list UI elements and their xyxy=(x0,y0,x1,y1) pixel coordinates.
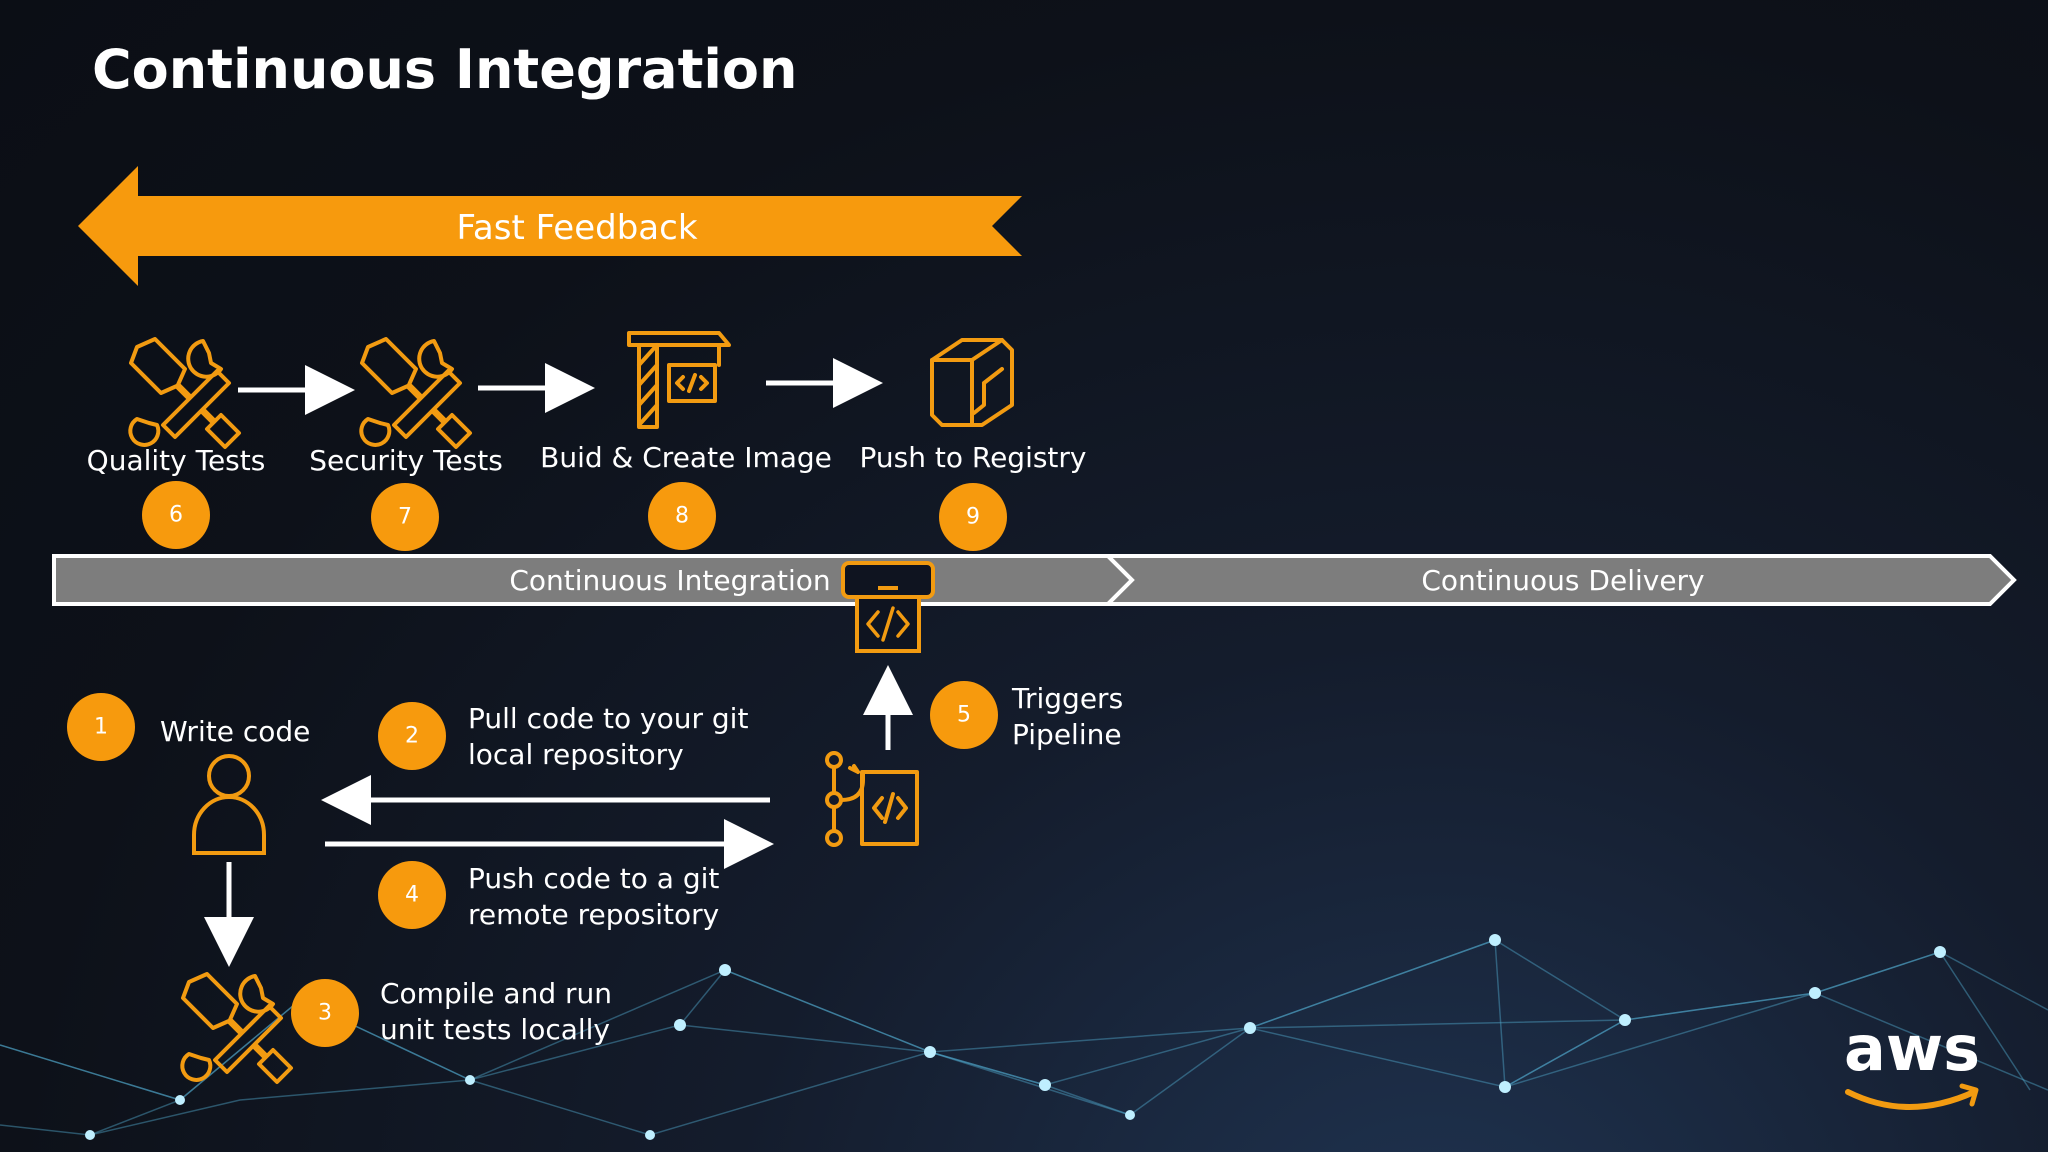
step-number-badge: 4 xyxy=(378,861,446,929)
ci-bar-label: Continuous Integration xyxy=(509,564,830,597)
svg-text:8: 8 xyxy=(675,504,689,529)
svg-text:3: 3 xyxy=(318,1001,332,1026)
step-label-push-code: Push code to a git remote repository xyxy=(468,862,728,931)
stage-number-badge: 6 xyxy=(142,481,210,549)
pipeline-code-icon xyxy=(841,561,935,653)
svg-text:6: 6 xyxy=(169,503,183,528)
stage-flow-arrows xyxy=(238,358,883,415)
cd-bar-segment xyxy=(1103,554,2017,606)
stage-label-security-tests: Security Tests xyxy=(309,444,503,477)
step-label-compile-tests: Compile and run unit tests locally xyxy=(380,977,621,1046)
svg-text:2: 2 xyxy=(405,724,419,749)
step-label-triggers-pipeline: Triggers Pipeline xyxy=(1011,682,1132,751)
git-repository-icon xyxy=(825,751,919,847)
page-title: Continuous Integration xyxy=(92,38,797,101)
svg-text:aws: aws xyxy=(1844,1012,1980,1085)
fast-feedback-banner xyxy=(78,166,1022,286)
step-number-badge: 2 xyxy=(378,702,446,770)
svg-text:9: 9 xyxy=(966,505,980,530)
step-number-badge: 1 xyxy=(67,693,135,761)
aws-logo: aws xyxy=(1844,1012,1980,1110)
tools-icon xyxy=(180,972,293,1084)
pull-push-arrows xyxy=(204,665,913,967)
stage-label-build-image: Buid & Create Image xyxy=(540,441,832,474)
registry-box-icon xyxy=(930,338,1014,427)
svg-text:7: 7 xyxy=(398,505,412,530)
svg-text:5: 5 xyxy=(957,703,971,728)
stage-number-badge: 9 xyxy=(939,483,1007,551)
step-number-badge: 3 xyxy=(291,979,359,1047)
svg-text:4: 4 xyxy=(405,883,419,908)
cd-bar-label: Continuous Delivery xyxy=(1421,564,1704,597)
step-label-pull-code: Pull code to your git local repository xyxy=(468,702,757,771)
tools-icon xyxy=(359,337,472,449)
stage-label-push-registry: Push to Registry xyxy=(859,441,1086,474)
build-crane-icon xyxy=(627,331,731,429)
developer-user-icon xyxy=(192,754,266,855)
step-label-write-code: Write code xyxy=(160,715,310,748)
stage-label-quality-tests: Quality Tests xyxy=(87,444,266,477)
step-number-badge: 5 xyxy=(930,681,998,749)
tools-icon xyxy=(128,337,241,449)
stage-number-badge: 7 xyxy=(371,483,439,551)
stage-number-badge: 8 xyxy=(648,482,716,550)
network-mesh-nodes xyxy=(85,934,1946,1140)
svg-text:1: 1 xyxy=(94,715,108,740)
fast-feedback-label: Fast Feedback xyxy=(456,208,697,248)
